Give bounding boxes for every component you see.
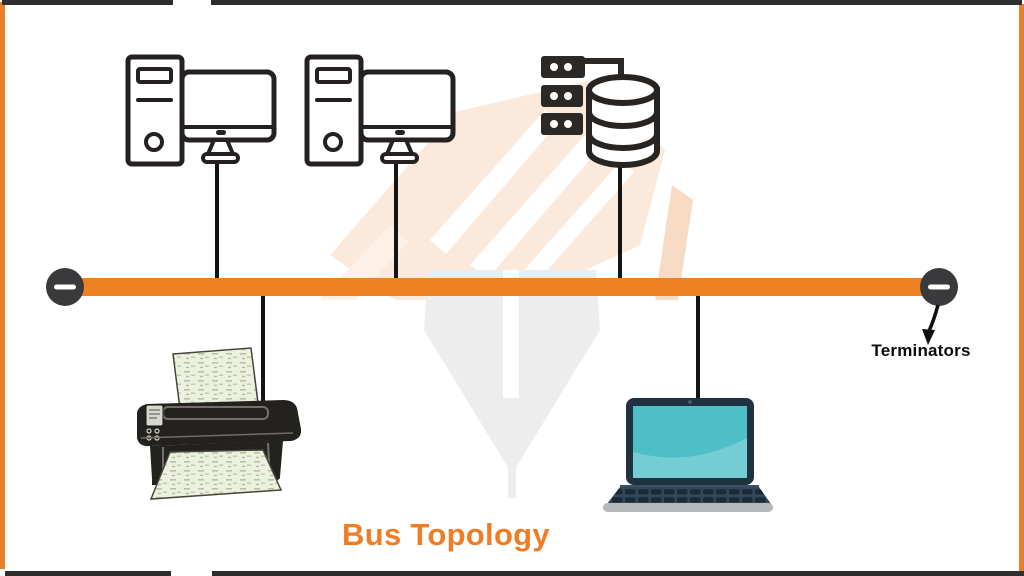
terminators-label: Terminators [871, 341, 971, 360]
laptop-keyboard [607, 487, 771, 504]
printer-icon [137, 347, 302, 500]
server-database-icon [541, 56, 660, 168]
connection-lines [215, 160, 700, 406]
frame-bottom-bar-left [5, 571, 171, 576]
frame-right-border [1019, 4, 1024, 574]
desktop-computer-2-icon [307, 57, 453, 164]
frame-top-bar-right [211, 0, 1022, 5]
terminator-pointer-arrow [922, 304, 940, 345]
frame-bottom-bar-right [212, 571, 1024, 576]
printer-input-paper [172, 347, 259, 410]
page-title: Bus Topology [342, 517, 550, 552]
printer-output-paper [149, 449, 283, 500]
printer-button [146, 428, 152, 434]
frame-top-bar-left [2, 0, 173, 5]
terminator-right [920, 268, 958, 306]
desktop-computer-1-icon [128, 57, 274, 164]
printer-button [154, 428, 160, 434]
laptop-icon [603, 398, 773, 512]
printer-display [145, 404, 164, 427]
laptop-webcam [688, 400, 692, 404]
frame-left-border [0, 2, 5, 569]
bus-cable [65, 278, 940, 296]
watermark-pen-nib-shape [424, 270, 600, 498]
terminator-left [46, 268, 84, 306]
